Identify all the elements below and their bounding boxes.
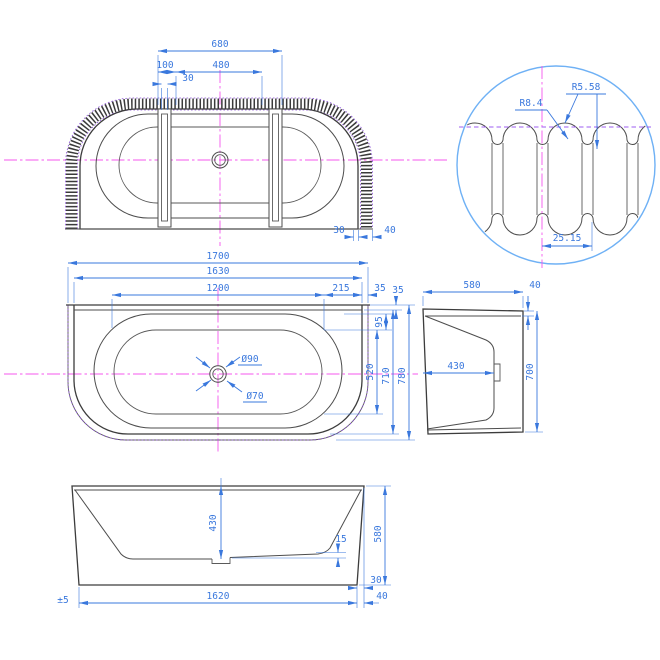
dim-520: 520: [365, 363, 376, 380]
dim-430-front: 430: [208, 514, 219, 531]
plan-drain-inner: [212, 368, 224, 380]
dim-tolerance: ±5: [57, 595, 68, 606]
dim-95: 95: [374, 316, 385, 327]
front-basin-right: [229, 489, 362, 558]
flute-fringe-inner: [77, 109, 361, 229]
detail-dimensions: R8.4 R5.58 25.15: [515, 82, 606, 251]
dim-700: 700: [525, 363, 536, 380]
side-dimensions: 580 40 700 430: [422, 280, 543, 433]
dim-30-base: 30: [370, 575, 382, 586]
flute-band: [66, 98, 372, 229]
drain-outer-circle: [211, 151, 229, 169]
dim-710: 710: [381, 367, 392, 384]
front-drain-bump: [211, 557, 231, 564]
dim-40-rim: 40: [529, 280, 541, 291]
dim-100: 100: [156, 60, 173, 71]
dim-2515: 25.15: [553, 233, 582, 244]
plan-basin-floor: [113, 329, 323, 415]
dim-35-b: 35: [392, 285, 403, 296]
drain-inner-circle: [214, 154, 226, 166]
dim-1620: 1620: [207, 591, 230, 602]
basin-rim-outer: [95, 113, 345, 219]
side-drain-recess: [494, 363, 501, 382]
bottom-view: 680 480 100 30 30 40: [4, 39, 448, 246]
dim-15: 15: [335, 534, 346, 545]
plan-basin-rim: [93, 313, 343, 429]
dim-1200: 1200: [207, 283, 230, 294]
dim-drain-90: Ø90: [241, 354, 258, 365]
side-basin-profile: [424, 315, 495, 430]
plan-flute-fringe: [67, 305, 369, 441]
dim-r84: R8.4: [520, 98, 543, 109]
right-rail-slot: [272, 113, 279, 222]
left-rail-slot: [161, 113, 168, 222]
dim-waste-70: Ø70: [246, 391, 263, 402]
dim-1700: 1700: [207, 251, 230, 262]
dim-680: 680: [211, 39, 228, 50]
detail-view: R8.4 R5.58 25.15: [456, 65, 656, 268]
dim-35-a: 35: [374, 283, 385, 294]
flute-groove-walls: [491, 143, 639, 215]
dim-40-flute: 40: [384, 225, 396, 236]
flute-wave-bottom: [458, 212, 654, 236]
dim-430-side: 430: [447, 361, 464, 372]
right-rail: [268, 108, 283, 228]
dim-40-overhang: 40: [376, 591, 388, 602]
front-basin-left: [74, 489, 212, 560]
dim-r558: R5.58: [572, 82, 601, 93]
front-dimensions: 430 15 580 30 1620 40 ±5: [57, 478, 391, 608]
dim-580-side: 580: [463, 280, 480, 291]
plan-dimensions: Ø90 Ø70 1700 1630 1200 215 35 35: [67, 251, 415, 441]
detail-circle: [456, 65, 656, 265]
basin-rim-inner: [118, 126, 322, 204]
plan-view: Ø90 Ø70 1700 1630 1200 215 35 35: [4, 251, 418, 452]
flute-fringe-outer: [65, 97, 373, 229]
dim-480: 480: [212, 60, 229, 71]
plan-drain-outer: [209, 365, 227, 383]
flute-wave-top: [458, 122, 654, 146]
side-view: 580 40 700 430: [422, 280, 543, 435]
plan-body-outline: [73, 305, 363, 435]
side-outline: [422, 308, 524, 435]
dim-215: 215: [332, 283, 349, 294]
tub-body-outline: [79, 108, 359, 230]
dim-1630: 1630: [207, 266, 230, 277]
dim-780: 780: [397, 367, 408, 384]
flute-profile: [458, 122, 654, 236]
dim-30-slot: 30: [182, 73, 194, 84]
front-view: 430 15 580 30 1620 40 ±5: [57, 478, 391, 608]
front-outline: [71, 485, 365, 586]
left-rail: [157, 108, 172, 228]
side-rim-bottom: [426, 427, 522, 431]
bottom-view-dimensions: 680 480 100 30 30 40: [152, 39, 396, 241]
dim-30-edge: 30: [333, 225, 345, 236]
dim-580-front: 580: [373, 525, 384, 542]
